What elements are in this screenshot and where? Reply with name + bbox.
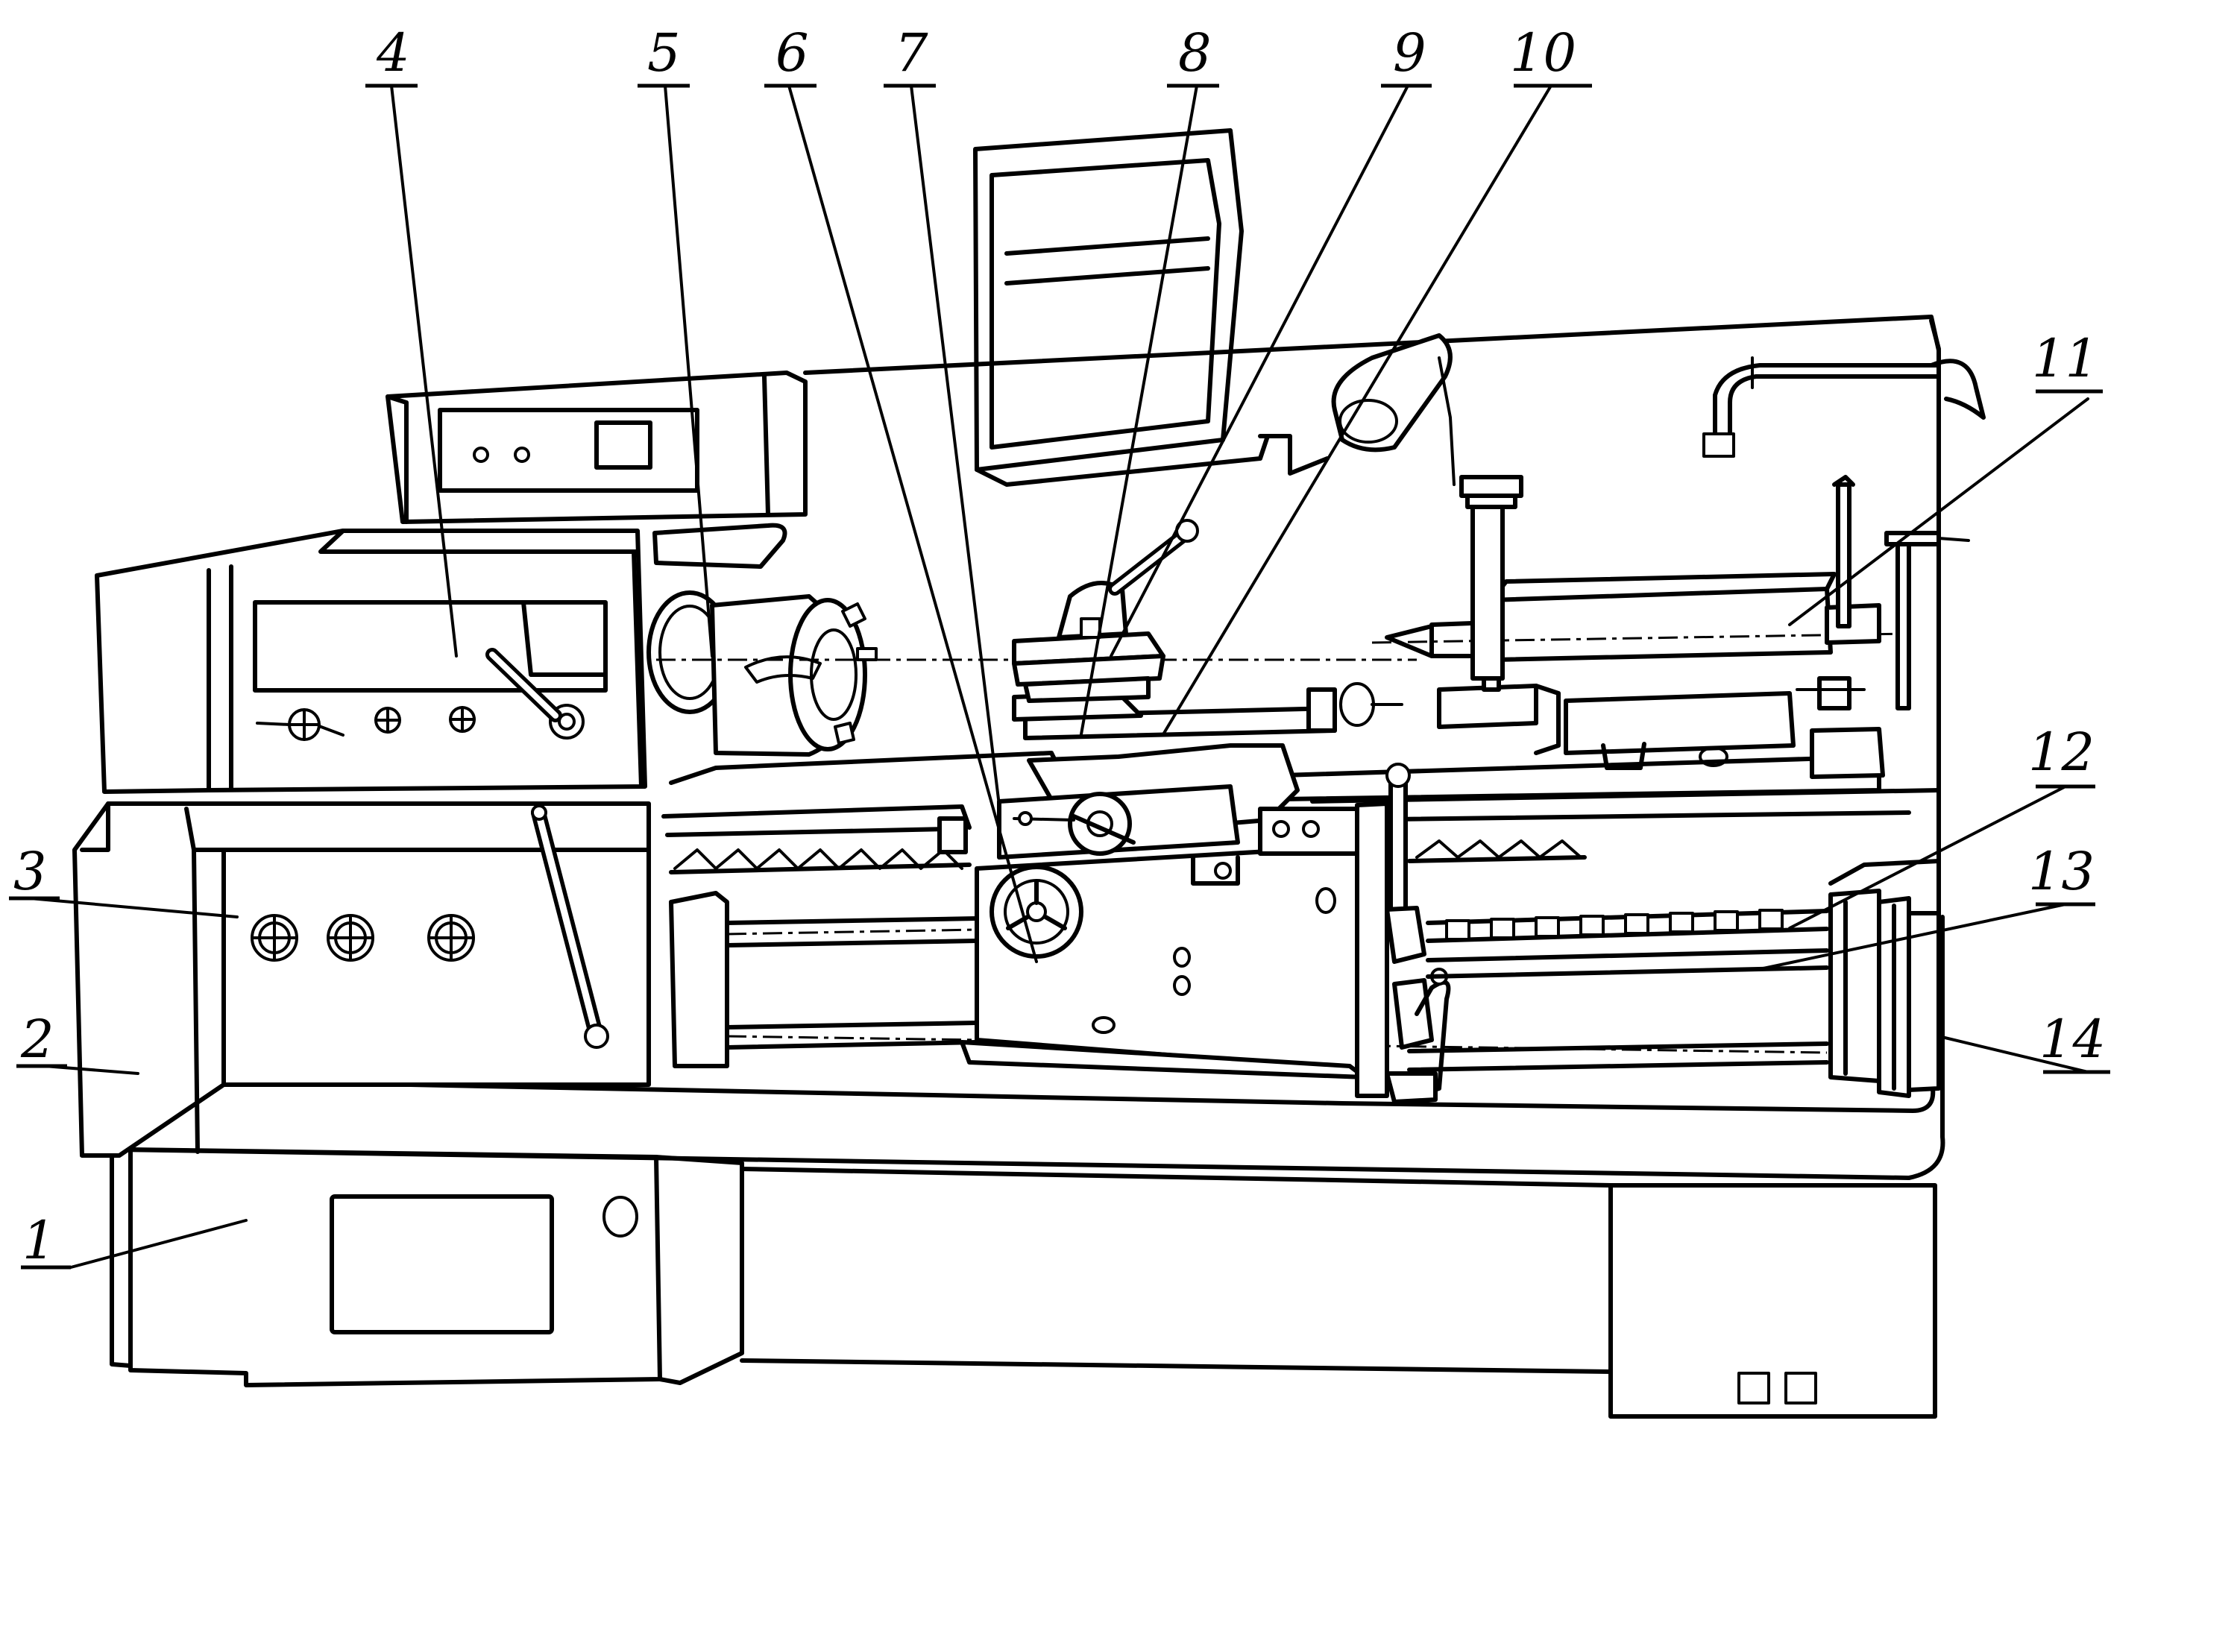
callout-7: 7 [884,22,936,88]
callout-14-label: 14 [2039,1009,2106,1070]
callout-11-label: 11 [2032,328,2098,389]
tailstock [1371,475,1970,779]
callout-9: 9 [1381,22,1432,88]
callout-14: 14 [2039,1009,2110,1074]
callout-9-label: 9 [1393,22,1426,83]
feed-lever [1355,763,1451,1104]
callout-6-label: 6 [775,22,809,83]
callout-13-label: 13 [2028,841,2095,902]
bed-left-end [669,891,729,1068]
callout-10: 10 [1510,22,1592,88]
callout-labels: 1 2 3 4 5 6 7 8 [9,22,2110,1271]
callout-13: 13 [2028,841,2095,907]
callout-1-label: 1 [22,1210,56,1271]
callout-3-label: 3 [13,841,47,902]
callout-12-label: 12 [2028,722,2095,783]
lead-screw [1426,909,1829,943]
headstock [72,529,651,1158]
callout-8-label: 8 [1178,22,1212,83]
headstock-knob-group [256,648,585,741]
callout-6: 6 [764,22,817,88]
steady-rest [1437,475,1561,755]
callout-4-label: 4 [376,22,410,83]
callout-10-label: 10 [1510,22,1576,83]
callout-3: 3 [9,841,60,902]
callout-8: 8 [1167,22,1219,88]
bed-right-end [1828,859,1941,1098]
gearbox-dial-group [251,914,475,962]
callout-2: 2 [16,1009,67,1070]
lathe-base [110,915,1945,1419]
leader-lines [28,84,2089,1269]
carriage [937,519,1403,860]
callout-1: 1 [21,1210,71,1271]
feed-rod [1426,948,1829,979]
callout-11: 11 [2032,328,2103,394]
callout-12: 12 [2028,722,2095,789]
callout-4: 4 [365,22,418,88]
apron [960,807,1367,1079]
coolant-pipe [1702,356,1986,458]
work-lamp [1331,333,1456,486]
bed-ways [661,751,1941,1072]
callout-5: 5 [638,22,690,88]
callout-2-label: 2 [20,1009,54,1070]
callout-5-label: 5 [647,22,681,83]
control-panel [386,371,808,569]
callout-7-label: 7 [895,22,928,83]
